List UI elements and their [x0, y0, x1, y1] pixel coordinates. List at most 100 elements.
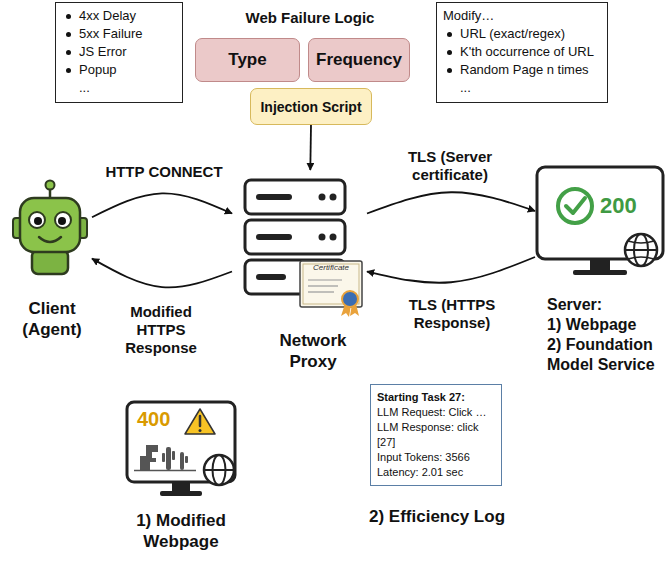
list-item: Popup [79, 61, 117, 79]
bullet-dot [447, 68, 452, 73]
server-monitor-icon-part [625, 249, 657, 251]
server-monitor-icon [537, 167, 663, 275]
node-caption: Server:1) Webpage2) Foundation Model Ser… [547, 295, 665, 375]
proxy-server-icon-part [256, 234, 292, 240]
certificate-icon [300, 261, 362, 317]
connector-arrow [92, 259, 232, 288]
bullet-dot [66, 32, 71, 37]
proxy-server-icon-part [319, 194, 326, 201]
list-row: URL (exact/regex) [443, 25, 601, 43]
modified-webpage-icon-part [199, 429, 202, 432]
bullet-dot [66, 14, 71, 19]
modified-webpage-icon-part [127, 402, 235, 482]
edge-label: Modified HTTPS Response [104, 303, 218, 357]
node-caption: 2) Efficiency Log [355, 509, 519, 524]
list-item: JS Error [79, 43, 127, 61]
node-caption-text: 2) Efficiency Log [355, 509, 519, 524]
log-line: Starting Task 27: [377, 390, 495, 405]
server-monitor-icon-part [628, 241, 654, 259]
diagram-title: Web Failure Logic [185, 9, 435, 26]
list-row: ... [62, 79, 176, 97]
bullet-dot [447, 50, 452, 55]
list-item: Modify… [443, 7, 494, 25]
edge-label: TLS (HTTPS Response) [400, 296, 504, 332]
proxy-server-icon-part [330, 194, 337, 201]
edge-label: TLS (Server certificate) [400, 148, 500, 184]
proxy-server-icon-part [245, 220, 345, 254]
certificate-icon-part [342, 291, 358, 307]
certificate-text: Certificate [302, 263, 360, 272]
status-code: 200 [600, 193, 637, 218]
box-label: Injection Script [260, 99, 361, 115]
box-label: Type [228, 50, 266, 70]
server-monitor-icon-part [558, 189, 592, 223]
node-caption-text: Client (Agent) [7, 298, 97, 340]
connector-arrow [309, 125, 312, 170]
node-caption: 1) Modified Webpage [125, 510, 237, 552]
proxy-server-icon-part [245, 180, 345, 214]
list-item: Random Page n times [460, 61, 589, 79]
robot-icon [13, 181, 87, 275]
log-line: Latency: 2.01 sec [377, 465, 495, 480]
modify-list: Modify…URL (exact/regex)K'th occurrence … [436, 2, 608, 103]
proxy-server-icon-part [319, 234, 326, 241]
connector-arrow [92, 193, 232, 217]
server-monitor-icon-part [573, 270, 627, 275]
list-item: 4xx Delay [79, 7, 136, 25]
bullet-dot [66, 50, 71, 55]
log-line: LLM Response: click [27] [377, 420, 495, 450]
node-caption: Client (Agent) [7, 298, 97, 340]
list-item: URL (exact/regex) [460, 25, 565, 43]
connector-arrow [367, 192, 535, 213]
connector-arrow [367, 257, 535, 283]
certificate-icon-part [300, 261, 362, 307]
injection-script-box: Injection Script [250, 88, 372, 125]
list-item: 5xx Failure [79, 25, 143, 43]
server: Server:1) Webpage2) Foundation Model Ser… [535, 165, 665, 280]
efficiency-log: Starting Task 27:LLM Request: Click …LLM… [370, 384, 502, 486]
modified-webpage-icon-part [166, 447, 171, 470]
robot-icon-part [55, 212, 71, 228]
list-item: K'th occurrence of URL [460, 43, 594, 61]
modified-webpage-icon-part [185, 456, 188, 463]
log-line: LLM Request: Click … [377, 405, 495, 420]
modified-webpage-icon-part [204, 455, 234, 485]
list-row: K'th occurrence of URL [443, 43, 601, 61]
certificate-icon-part [308, 285, 338, 286]
failure-type-list: 4xx Delay5xx FailureJS ErrorPopup... [55, 2, 183, 103]
proxy-server-icon-part [256, 274, 286, 280]
node-caption-text: 1) Webpage [547, 315, 665, 335]
node-caption-text: Network Proxy [258, 330, 368, 372]
log-line: Input Tokens: 3566 [377, 450, 495, 465]
robot-icon-part [58, 217, 66, 225]
proxy-server-icon-part [256, 194, 292, 200]
certificate-icon-part [308, 291, 334, 292]
robot-icon-part [32, 250, 68, 274]
status-code: 400 [137, 408, 170, 431]
bullet-dot [66, 68, 71, 73]
modified-webpage-icon-part [180, 452, 184, 470]
list-row: 4xx Delay [62, 7, 176, 25]
list-row: Popup [62, 61, 176, 79]
server-monitor-icon-part [566, 198, 585, 213]
bullet-dot [447, 32, 452, 37]
list-row: 5xx Failure [62, 25, 176, 43]
type-box: Type [195, 38, 300, 82]
network-proxy: Network Proxy [232, 170, 367, 315]
list-row: ... [443, 79, 601, 97]
modified-webpage-icon-part [162, 453, 165, 462]
node-caption-text: 1) Modified Webpage [125, 510, 237, 552]
proxy-server-icon-part [330, 234, 337, 241]
modified-webpage-icon [127, 402, 235, 496]
robot-icon-part [29, 212, 45, 228]
list-row: Random Page n times [443, 61, 601, 79]
list-item: ... [460, 79, 471, 97]
node-caption: Network Proxy [258, 330, 368, 372]
client-agent: Client (Agent) [12, 185, 92, 277]
robot-icon-part [46, 181, 55, 190]
modified-webpage-icon-part [140, 445, 158, 470]
robot-icon-part [20, 198, 80, 252]
modified-webpage-icon-part [185, 409, 215, 434]
list-item: ... [79, 79, 90, 97]
certificate-icon-part [308, 279, 342, 280]
